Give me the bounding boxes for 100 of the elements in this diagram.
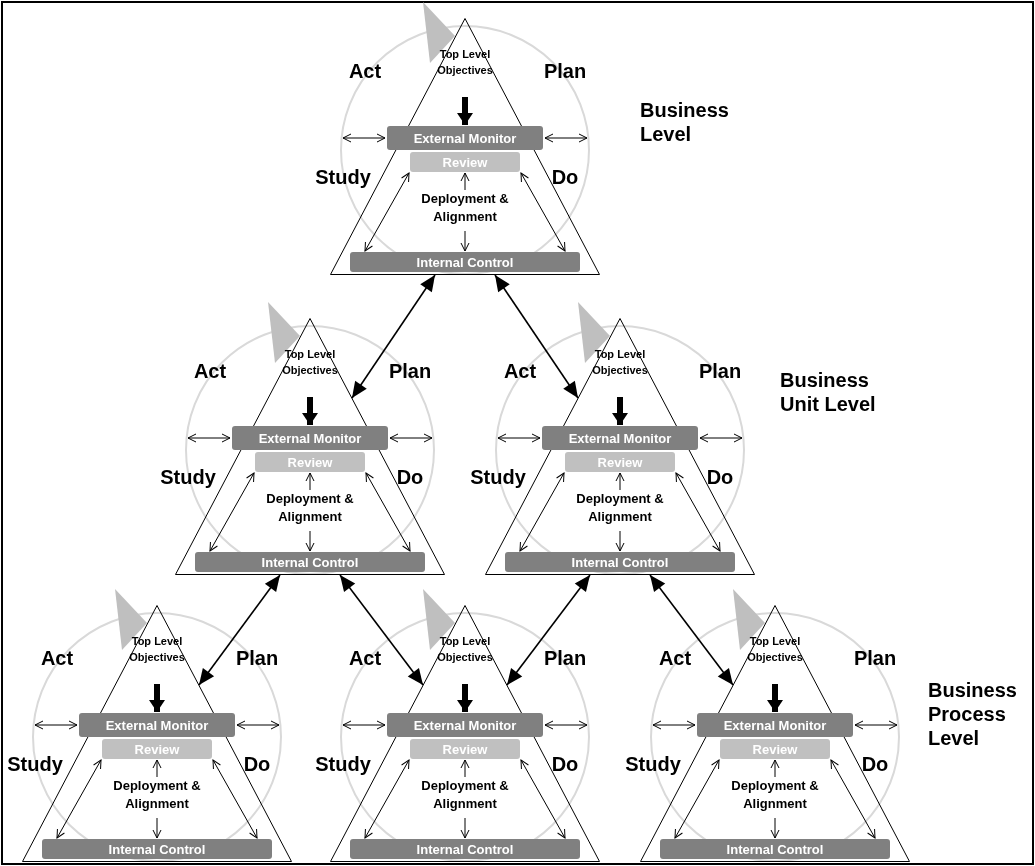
process-bar: Internal Control: [660, 839, 890, 859]
node-text: Top Level Objectives: [580, 346, 660, 396]
double-arrow: [187, 433, 231, 443]
cycle-label: Act: [503, 360, 537, 382]
cycle-label: Act: [658, 647, 692, 669]
double-arrow: [351, 274, 436, 399]
process-bar: Review: [410, 739, 520, 759]
double-arrow: [494, 274, 579, 399]
double-arrow: [497, 433, 541, 443]
process-bar: Internal Control: [195, 552, 425, 572]
cycle-label: Do: [551, 166, 579, 188]
double-arrow: [364, 759, 410, 839]
arrow: [152, 759, 162, 778]
double-arrow: [339, 574, 424, 686]
node-text: Top Level Objectives: [425, 633, 505, 683]
arrow: [460, 172, 470, 191]
double-arrow: [364, 172, 410, 252]
double-arrow: [34, 720, 78, 730]
double-arrow: [520, 759, 566, 839]
process-bar: Review: [102, 739, 212, 759]
double-arrow: [675, 472, 721, 552]
arrow: [615, 472, 625, 491]
arrow: [305, 472, 315, 491]
double-arrow: [389, 433, 433, 443]
double-arrow: [519, 472, 565, 552]
cycle-label: Study: [315, 753, 371, 775]
node-text: Deployment & Alignment: [399, 777, 531, 817]
arrow: [615, 530, 625, 552]
double-arrow: [520, 172, 566, 252]
double-arrow: [212, 759, 258, 839]
arrow: [770, 759, 780, 778]
node-text: Top Level Objectives: [735, 633, 815, 683]
double-arrow: [544, 720, 588, 730]
thick-arrow: [612, 397, 628, 425]
node-text: Deployment & Alignment: [244, 490, 376, 530]
cycle-label: Study: [315, 166, 371, 188]
cycle-label: Study: [160, 466, 216, 488]
cycle-label: Plan: [235, 647, 279, 669]
arrow: [152, 817, 162, 839]
double-arrow: [342, 720, 386, 730]
cycle-label: Plan: [543, 60, 587, 82]
process-bar: External Monitor: [232, 426, 388, 450]
thick-arrow: [457, 97, 473, 125]
cycle-label: Plan: [698, 360, 742, 382]
double-arrow: [365, 472, 411, 552]
cycle-label: Act: [193, 360, 227, 382]
double-arrow: [209, 472, 255, 552]
level-label: Business Level: [640, 98, 730, 146]
cycle-label: Act: [348, 647, 382, 669]
level-label: Business Unit Level: [780, 368, 877, 416]
thick-arrow: [457, 684, 473, 712]
process-bar: External Monitor: [387, 126, 543, 150]
double-arrow: [649, 574, 734, 686]
arrow: [460, 230, 470, 252]
cycle-label: Plan: [543, 647, 587, 669]
cycle-label: Do: [706, 466, 734, 488]
cycle-label: Do: [861, 753, 889, 775]
node-text: Deployment & Alignment: [91, 777, 223, 817]
double-arrow: [56, 759, 102, 839]
node-text: Top Level Objectives: [270, 346, 350, 396]
cycle-label: Act: [40, 647, 74, 669]
cycle-label: Act: [348, 60, 382, 82]
process-bar: Internal Control: [505, 552, 735, 572]
double-arrow: [699, 433, 743, 443]
cycle-label: Study: [625, 753, 681, 775]
process-bar: Internal Control: [42, 839, 272, 859]
process-bar: Review: [410, 152, 520, 172]
node-text: Deployment & Alignment: [554, 490, 686, 530]
process-bar: External Monitor: [542, 426, 698, 450]
cycle-label: Do: [396, 466, 424, 488]
arrow: [305, 530, 315, 552]
process-bar: External Monitor: [697, 713, 853, 737]
double-arrow: [198, 574, 281, 686]
thick-arrow: [302, 397, 318, 425]
cycle-label: Do: [243, 753, 271, 775]
process-bar: Review: [565, 452, 675, 472]
process-bar: External Monitor: [79, 713, 235, 737]
double-arrow: [674, 759, 720, 839]
cycle-label: Study: [7, 753, 63, 775]
cycle-label: Study: [470, 466, 526, 488]
process-bar: Internal Control: [350, 252, 580, 272]
process-bar: External Monitor: [387, 713, 543, 737]
node-text: Top Level Objectives: [117, 633, 197, 683]
process-bar: Review: [255, 452, 365, 472]
process-bar: Review: [720, 739, 830, 759]
arrow: [770, 817, 780, 839]
thick-arrow: [149, 684, 165, 712]
cycle-label: Plan: [388, 360, 432, 382]
double-arrow: [506, 574, 591, 686]
double-arrow: [854, 720, 898, 730]
double-arrow: [544, 133, 588, 143]
thick-arrow: [767, 684, 783, 712]
level-label: Business Process Level: [928, 678, 1018, 750]
arrow: [460, 817, 470, 839]
cycle-label: Plan: [853, 647, 897, 669]
double-arrow: [236, 720, 280, 730]
node-text: Top Level Objectives: [425, 46, 505, 96]
node-text: Deployment & Alignment: [709, 777, 841, 817]
double-arrow: [830, 759, 876, 839]
arrow: [460, 759, 470, 778]
